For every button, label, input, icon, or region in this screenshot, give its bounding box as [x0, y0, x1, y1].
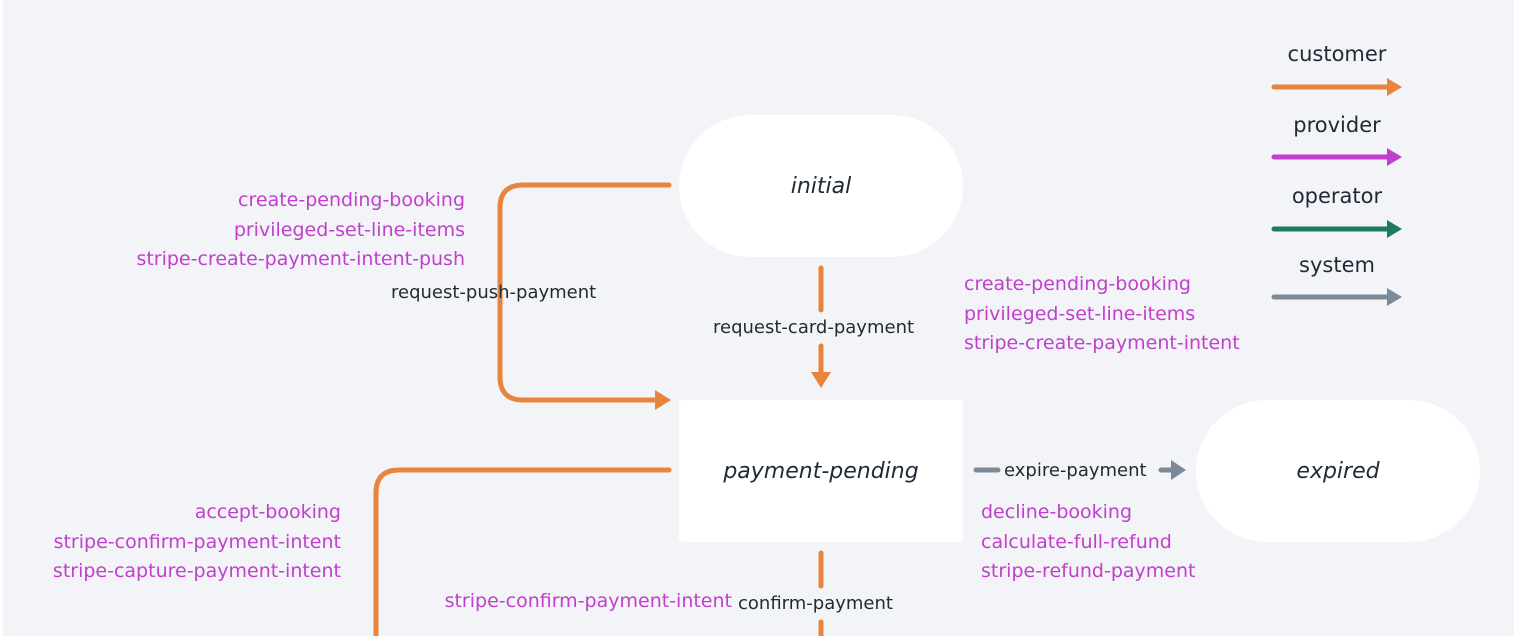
- effect-item: stripe-create-payment-intent: [964, 332, 1240, 354]
- state-payment-pending: payment-pending: [679, 400, 963, 542]
- legend-arrow-system: [1271, 288, 1402, 306]
- effects-left-branch: accept-booking stripe-confirm-payment-in…: [53, 498, 341, 587]
- transition-label-confirm-payment: confirm-payment: [738, 593, 893, 614]
- effects-confirm-payment: stripe-confirm-payment-intent: [445, 587, 732, 617]
- effect-item: privileged-set-line-items: [964, 302, 1196, 325]
- effect-item: stripe-confirm-payment-intent: [53, 530, 341, 553]
- state-expired-label: expired: [1296, 458, 1380, 484]
- effect-item: decline-booking: [981, 501, 1133, 523]
- legend-label-system: system: [1299, 253, 1375, 277]
- effects-request-card-payment: create-pending-booking privileged-set-li…: [964, 270, 1240, 359]
- state-initial-label: initial: [790, 173, 852, 199]
- legend-arrow-provider: [1271, 148, 1402, 166]
- effect-item: accept-booking: [194, 501, 341, 523]
- arrowhead-expire-payment: [1171, 460, 1186, 480]
- effect-item: stripe-refund-payment: [981, 560, 1196, 582]
- effect-item: stripe-capture-payment-intent: [52, 560, 341, 582]
- state-initial: initial: [679, 115, 963, 257]
- transition-label-expire-payment: expire-payment: [1004, 460, 1147, 481]
- effect-item: create-pending-booking: [238, 189, 465, 211]
- effects-request-push-payment: create-pending-booking privileged-set-li…: [136, 186, 465, 275]
- arrowhead-request-card-payment: [811, 372, 831, 388]
- effect-item: privileged-set-line-items: [233, 218, 465, 241]
- effect-item: create-pending-booking: [964, 273, 1191, 295]
- state-machine-diagram: initial payment-pending expired create-p…: [3, 0, 1514, 636]
- edge-request-push-payment: [497, 182, 672, 403]
- legend-label-operator: operator: [1291, 184, 1383, 208]
- legend-label-provider: provider: [1293, 113, 1381, 137]
- transition-label-request-push-payment: request-push-payment: [391, 282, 597, 303]
- arrowhead-request-push-payment: [655, 390, 671, 410]
- effect-item: calculate-full-refund: [981, 530, 1172, 553]
- diagram-edges: [373, 78, 1402, 636]
- legend-label-customer: customer: [1287, 42, 1387, 66]
- state-payment-pending-label: payment-pending: [723, 458, 919, 484]
- state-expired: expired: [1196, 400, 1480, 542]
- effects-expire-payment: decline-booking calculate-full-refund st…: [981, 498, 1195, 587]
- legend-arrow-operator: [1271, 220, 1402, 238]
- effect-item: stripe-confirm-payment-intent: [444, 590, 732, 612]
- legend-arrow-customer: [1271, 78, 1402, 96]
- edge-left-branch: [373, 467, 672, 636]
- transition-label-request-card-payment: request-card-payment: [713, 317, 915, 338]
- effect-item: stripe-create-payment-intent-push: [136, 248, 465, 270]
